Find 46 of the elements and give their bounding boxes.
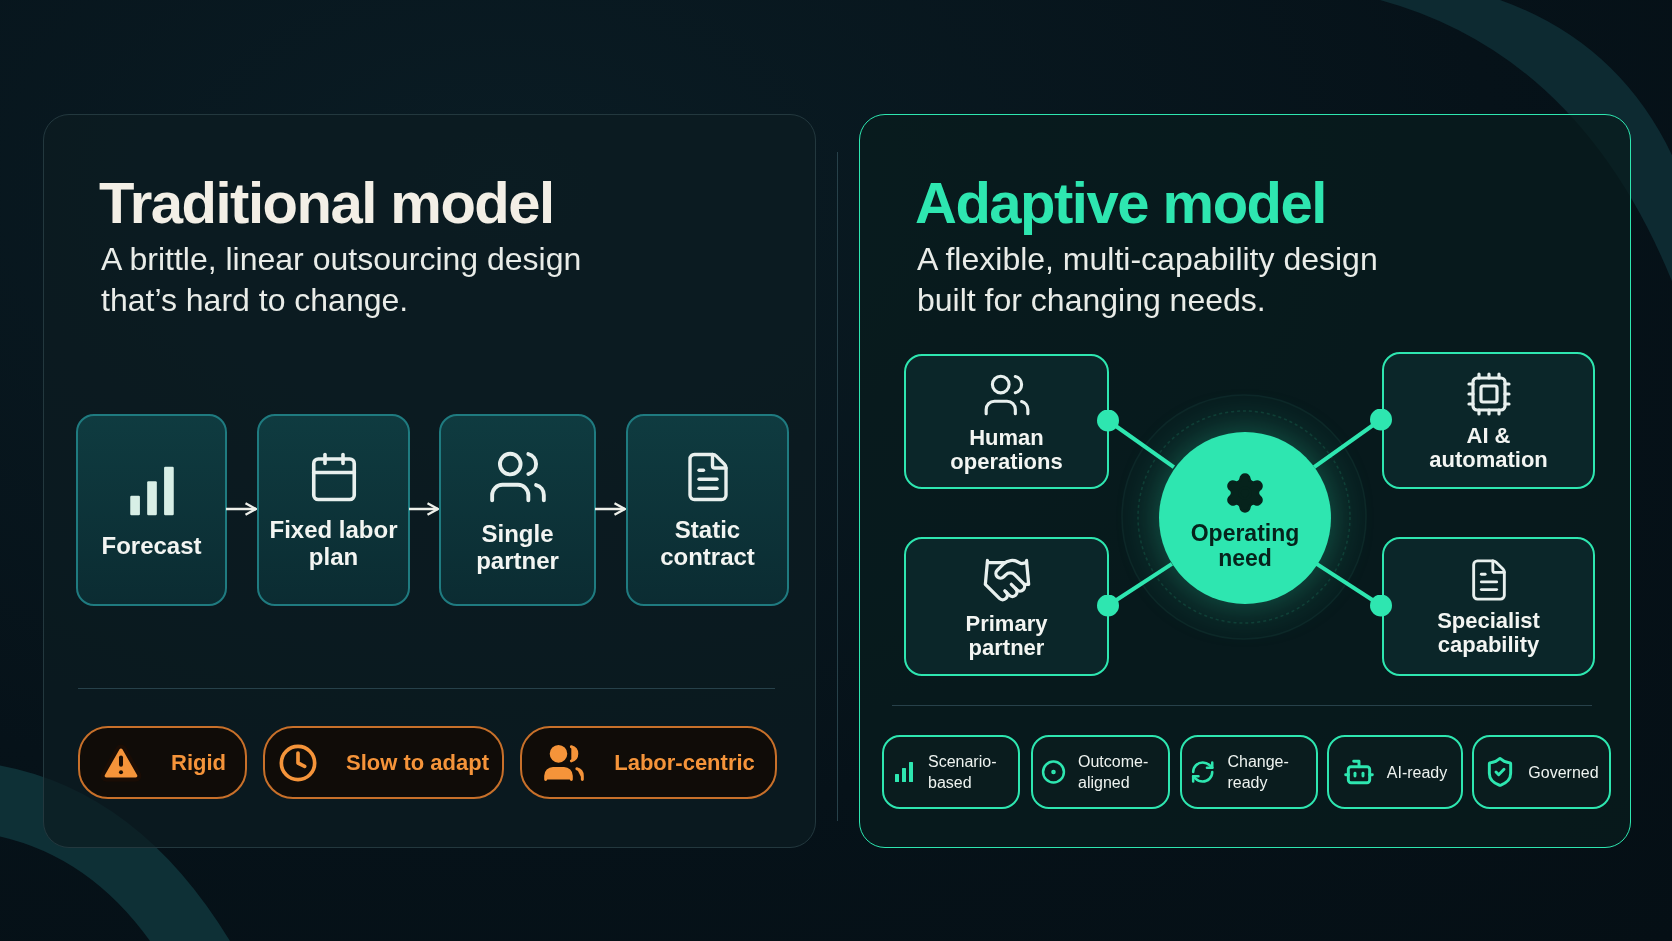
connector-line (1312, 408, 1392, 469)
arrow (226, 502, 258, 516)
pill-label: Scenario-based (928, 752, 998, 793)
step-label: Fixed labor plan (268, 516, 399, 570)
hub-label: Operating need (1189, 521, 1301, 571)
process-box (76, 414, 227, 606)
capability-box (904, 354, 1109, 489)
capability-box (1382, 352, 1595, 489)
step-label: Static contract (659, 516, 756, 570)
panel-title: Traditional model (99, 169, 554, 236)
panel-subtitle: A flexible, multi-capability design built for changing needs. (917, 240, 1379, 320)
pill-label: Change-ready (1227, 752, 1290, 793)
pill-label: Rigid (171, 749, 226, 776)
warning-pill (520, 726, 777, 799)
trait-pill (882, 735, 1020, 809)
trait-pill (1180, 735, 1318, 809)
arrow (409, 502, 440, 516)
process-box (439, 414, 596, 606)
pill-label: Labor-centric (614, 749, 755, 776)
arrow (595, 502, 627, 516)
process-box (257, 414, 410, 606)
pill-label: AI-ready (1386, 762, 1448, 783)
connector-line (1097, 562, 1173, 617)
process-box (626, 414, 789, 606)
warning-pill (78, 726, 247, 799)
connector-line (1315, 562, 1392, 617)
panel-subtitle: A brittle, linear outsourcing design that’s hard to change. (101, 240, 583, 320)
pill-label: Slow to adapt (346, 749, 489, 776)
step-label: Single partner (475, 520, 560, 574)
capability-label: Specialist capability (1436, 608, 1541, 657)
panel-title: Adaptive model (915, 169, 1326, 236)
step-label: Forecast (101, 531, 202, 559)
pill-label: Governed (1528, 762, 1599, 783)
panel-card (43, 114, 816, 848)
panel-card (859, 114, 1631, 848)
trait-pill (1327, 735, 1463, 809)
connector-line (1097, 409, 1175, 469)
trait-pill (1031, 735, 1170, 809)
warning-pill (263, 726, 504, 799)
capability-box (1382, 537, 1595, 676)
capability-label: AI & automation (1428, 423, 1549, 472)
capability-label: Primary partner (964, 611, 1049, 660)
pill-label: Outcome-aligned (1078, 752, 1150, 793)
trait-pill (1472, 735, 1611, 809)
capability-box (904, 537, 1109, 676)
capability-label: Human operations (949, 425, 1064, 474)
